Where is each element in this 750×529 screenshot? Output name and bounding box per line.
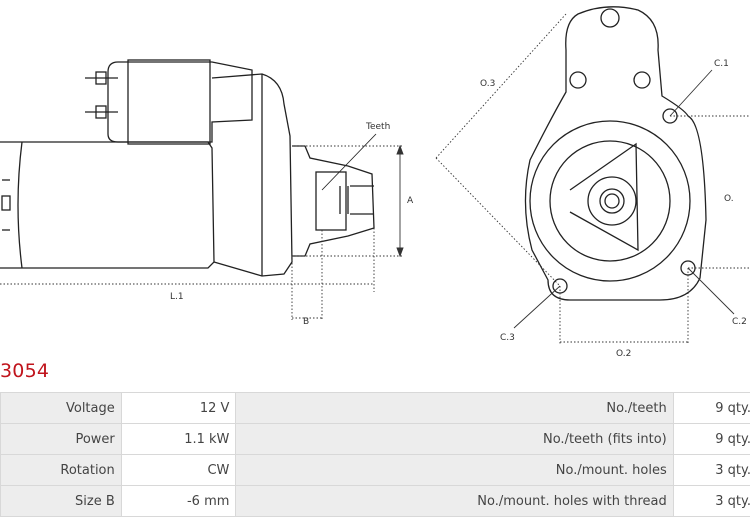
label-dim-l1: L.1 [170,292,184,302]
housing-inner [549,140,671,262]
drive-housing [211,73,293,277]
spec-value: 3 qty. [672,485,750,517]
spec-value: 3 qty. [672,454,750,486]
solenoid [107,61,253,143]
spec-value: 9 qty. [672,423,750,455]
spec-value: -6 mm [120,485,237,517]
label-teeth: Teeth [365,122,390,132]
spec-value: 12 V [120,392,237,424]
part-number: 3054 [0,360,50,382]
technical-drawing: Teeth A B L.1 [0,6,750,359]
label-dim-o3: O.3 [480,79,495,89]
spec-label: No./mount. holes [235,454,674,486]
spec-label: Rotation [0,454,122,486]
mounting-flange [524,6,707,301]
spec-value: 1.1 kW [120,423,237,455]
label-dim-a: A [407,196,414,206]
label-c3: C.3 [500,333,515,343]
motor-end-cap [17,141,23,269]
spec-label: No./teeth (fits into) [235,423,674,455]
spec-value: CW [120,454,237,486]
motor-body [0,141,215,269]
label-dim-o2: O.2 [616,349,631,359]
spec-label: Voltage [0,392,122,424]
spec-label: No./teeth [235,392,674,424]
housing-outer [529,120,691,282]
bore-outer [587,176,637,226]
label-dim-o1: O. [724,194,734,204]
pinion [292,145,375,257]
spec-value: 9 qty. [672,392,750,424]
solenoid-band [127,59,211,145]
spec-label: Power [0,423,122,455]
spec-label: Size B [0,485,122,517]
label-c2: C.2 [732,317,747,327]
label-c1: C.1 [714,59,729,69]
bore-inner [599,188,625,214]
starter-motor-drawing: Teeth A B L.1 [0,6,750,359]
spec-label: No./mount. holes with thread [235,485,674,517]
label-dim-b: B [303,317,309,327]
